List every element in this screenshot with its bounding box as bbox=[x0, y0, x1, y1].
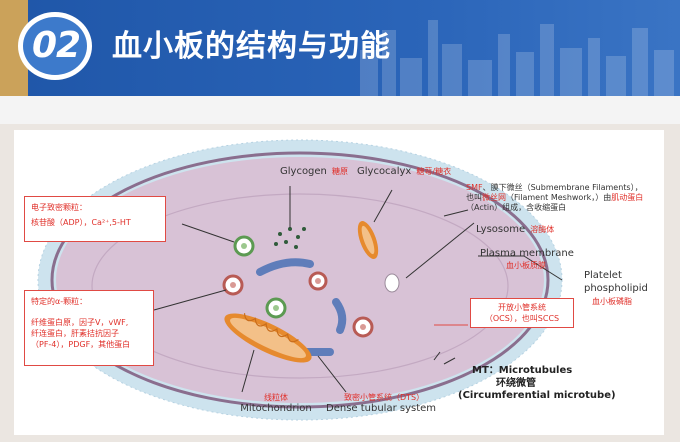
cytoplasm bbox=[56, 157, 544, 403]
plasma-membrane bbox=[50, 151, 550, 409]
header-gap bbox=[0, 96, 680, 124]
microtubule-label: MT：Microtubules 环绕微管 (Circumferential mi… bbox=[458, 365, 616, 401]
lysosome bbox=[384, 273, 400, 293]
alpha-granules bbox=[233, 235, 287, 319]
dense-granule-box: 电子致密颗粒： 核苷酸（ADP），Ca²⁺,5-HT bbox=[24, 196, 166, 242]
dts-label: 致密小管系统（DTS） Dense tubular system bbox=[326, 393, 437, 414]
microtubule-ring bbox=[91, 193, 509, 379]
platelet-diagram bbox=[37, 139, 563, 421]
leader-lines bbox=[153, 186, 563, 393]
glycogen-label: Glycogen 糖原 bbox=[280, 166, 348, 177]
smf-annotation: SMF、膜下微丝（Submembrane Filaments）， 也叫微丝网（F… bbox=[466, 183, 644, 212]
glycogen-particles bbox=[274, 227, 306, 249]
header-banner bbox=[0, 0, 680, 96]
glycocalyx-label: Glycocalyx 糖萼/糖衣 bbox=[357, 166, 452, 177]
mitochondrion-label: 线粒体 Mitochondrion bbox=[240, 393, 312, 414]
ocs-box: 开放小管系统 （OCS），也叫SCCS bbox=[470, 298, 574, 328]
page-title: 血小板的结构与功能 bbox=[112, 29, 391, 64]
alpha-granule-box: 特定的α-颗粒： 纤维蛋白原，因子V，vWF, 纤连蛋白，肝素拮抗因子 （PF-… bbox=[24, 290, 154, 366]
dense-tubules bbox=[256, 258, 347, 356]
mitochondria bbox=[224, 221, 379, 363]
section-number-badge bbox=[18, 12, 92, 80]
section-number: 02 bbox=[31, 25, 81, 66]
city-skyline-decoration bbox=[360, 20, 674, 96]
platelet-phospholipid-label: Platelet phospholipid 血小板磷脂 bbox=[584, 270, 648, 306]
lysosome-label: Lysosome 溶酶体 bbox=[476, 224, 555, 235]
dense-granules bbox=[222, 271, 374, 338]
plasma-membrane-label: Plasma membrane 血小板质膜 bbox=[480, 248, 574, 270]
